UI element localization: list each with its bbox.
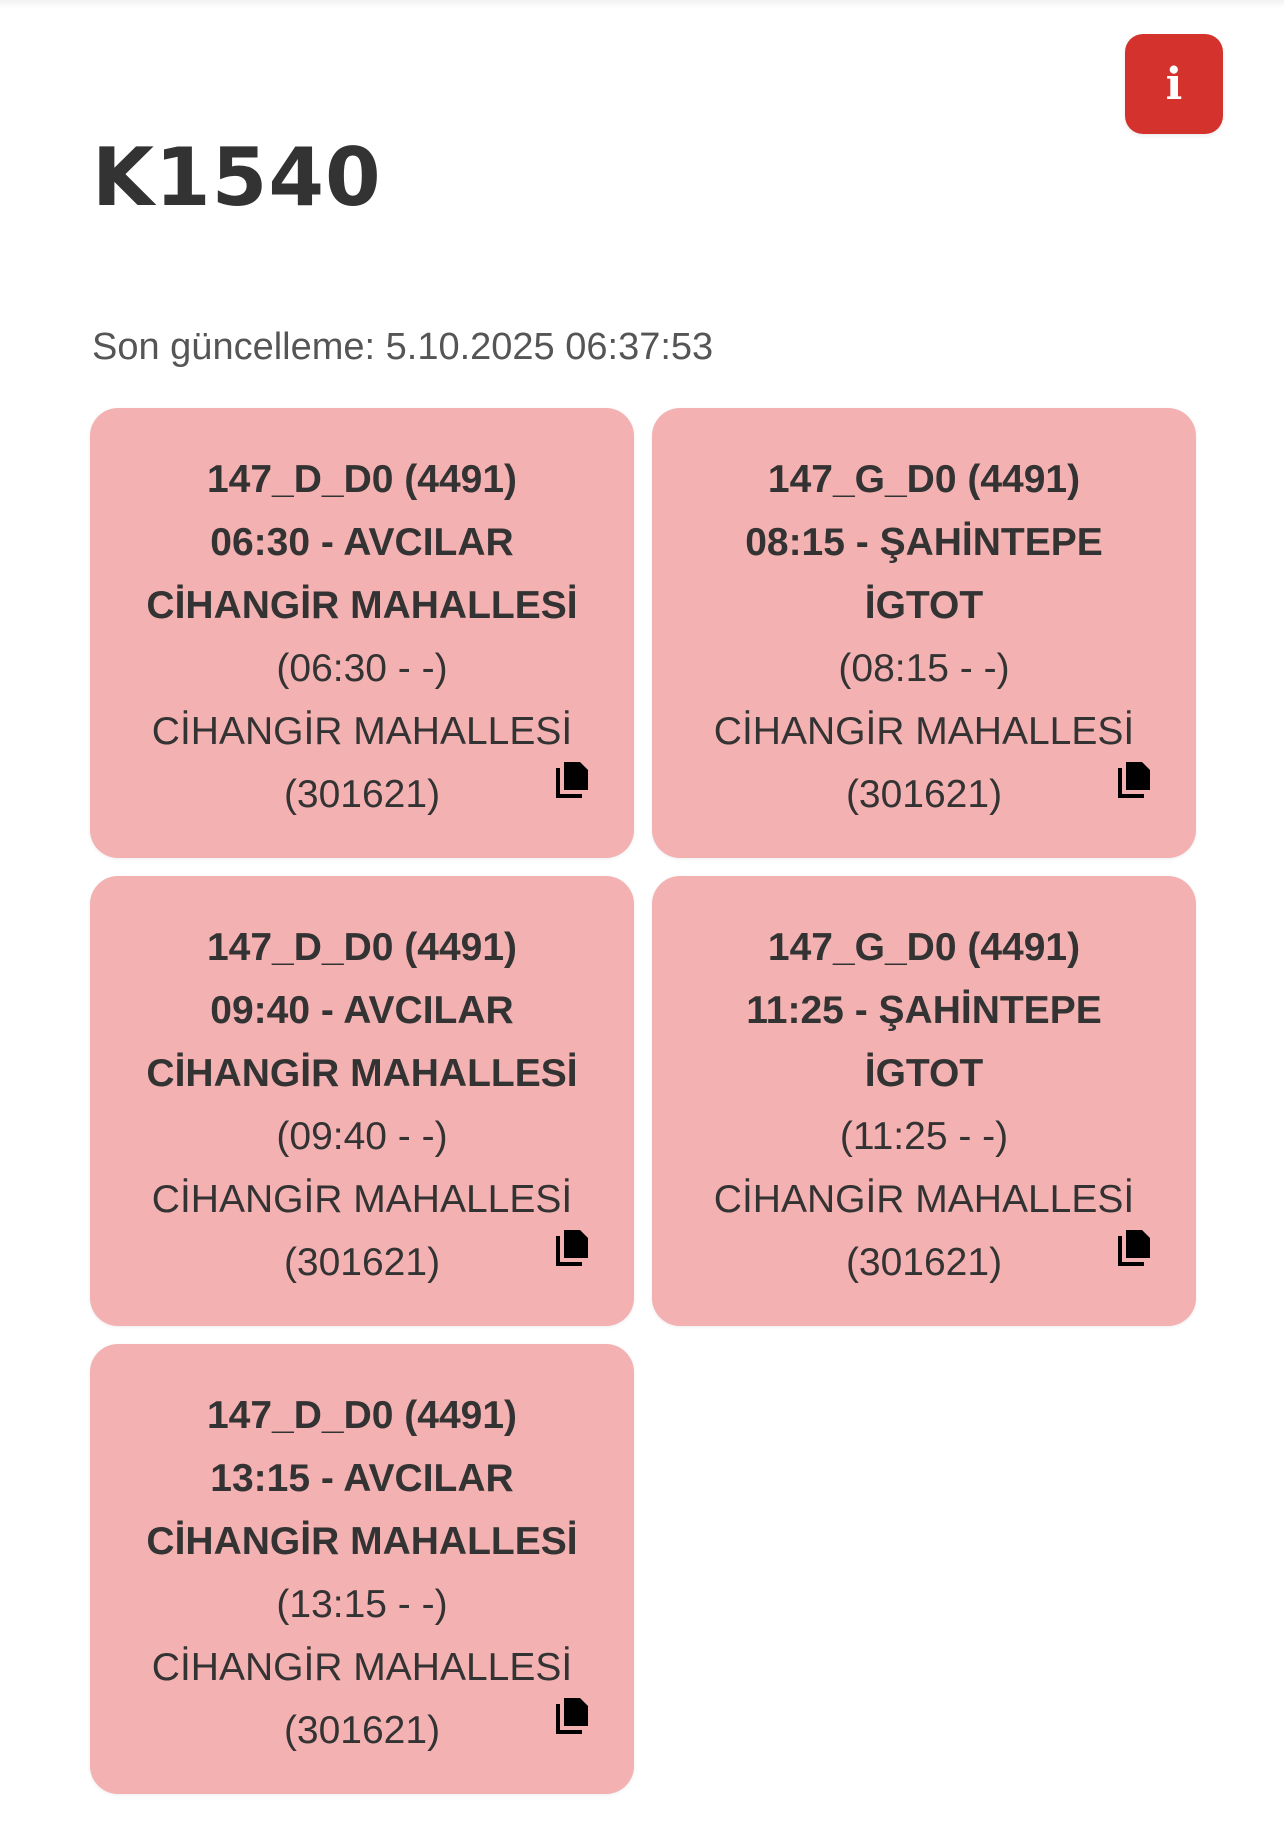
- trip-departure: 06:30 - AVCILAR: [210, 521, 514, 564]
- stop-code: (301621): [283, 773, 441, 816]
- stop-name: CİHANGİR MAHALLESİ: [713, 710, 1135, 753]
- stop-name: CİHANGİR MAHALLESİ: [151, 1178, 573, 1221]
- copy-icon[interactable]: [1114, 1226, 1154, 1270]
- stop-code: (301621): [845, 773, 1003, 816]
- trip-departure: 11:25 - ŞAHİNTEPE: [746, 989, 1102, 1032]
- trip-card[interactable]: 147_G_D0 (4491) 11:25 - ŞAHİNTEPE İGTOT …: [652, 876, 1196, 1326]
- trip-origin: İGTOT: [864, 1052, 984, 1095]
- stop-code: (301621): [845, 1241, 1003, 1284]
- copy-icon[interactable]: [552, 1226, 592, 1270]
- trip-times: (09:40 - -): [276, 1115, 448, 1158]
- trip-route: 147_D_D0 (4491): [206, 926, 518, 969]
- copy-icon[interactable]: [552, 758, 592, 802]
- info-button[interactable]: i: [1125, 34, 1223, 134]
- trip-times: (08:15 - -): [838, 647, 1010, 690]
- trip-origin: İGTOT: [864, 584, 984, 627]
- stop-name: CİHANGİR MAHALLESİ: [151, 1646, 573, 1689]
- trip-origin: CİHANGİR MAHALLESİ: [146, 584, 578, 627]
- trip-departure: 08:15 - ŞAHİNTEPE: [745, 521, 1103, 564]
- trip-route: 147_G_D0 (4491): [767, 926, 1081, 969]
- trip-origin: CİHANGİR MAHALLESİ: [146, 1520, 578, 1563]
- trip-card[interactable]: 147_D_D0 (4491) 06:30 - AVCILAR CİHANGİR…: [90, 408, 634, 858]
- info-icon: i: [1165, 58, 1183, 110]
- page-title: K1540: [92, 131, 382, 224]
- top-bar-shadow: [0, 0, 1284, 8]
- trip-card-list: 147_D_D0 (4491) 06:30 - AVCILAR CİHANGİR…: [90, 408, 1196, 1794]
- stop-code: (301621): [283, 1709, 441, 1752]
- trip-card[interactable]: 147_D_D0 (4491) 13:15 - AVCILAR CİHANGİR…: [90, 1344, 634, 1794]
- stop-code: (301621): [283, 1241, 441, 1284]
- stop-name: CİHANGİR MAHALLESİ: [713, 1178, 1135, 1221]
- trip-departure: 13:15 - AVCILAR: [210, 1457, 514, 1500]
- last-update-text: Son güncelleme: 5.10.2025 06:37:53: [92, 326, 714, 368]
- trip-times: (06:30 - -): [276, 647, 448, 690]
- trip-origin: CİHANGİR MAHALLESİ: [146, 1052, 578, 1095]
- trip-departure: 09:40 - AVCILAR: [210, 989, 514, 1032]
- trip-route: 147_D_D0 (4491): [206, 458, 518, 501]
- trip-route: 147_D_D0 (4491): [206, 1394, 518, 1437]
- trip-card[interactable]: 147_G_D0 (4491) 08:15 - ŞAHİNTEPE İGTOT …: [652, 408, 1196, 858]
- copy-icon[interactable]: [1114, 758, 1154, 802]
- trip-times: (11:25 - -): [839, 1115, 1009, 1158]
- stop-name: CİHANGİR MAHALLESİ: [151, 710, 573, 753]
- trip-route: 147_G_D0 (4491): [767, 458, 1081, 501]
- copy-icon[interactable]: [552, 1694, 592, 1738]
- trip-times: (13:15 - -): [276, 1583, 448, 1626]
- trip-card[interactable]: 147_D_D0 (4491) 09:40 - AVCILAR CİHANGİR…: [90, 876, 634, 1326]
